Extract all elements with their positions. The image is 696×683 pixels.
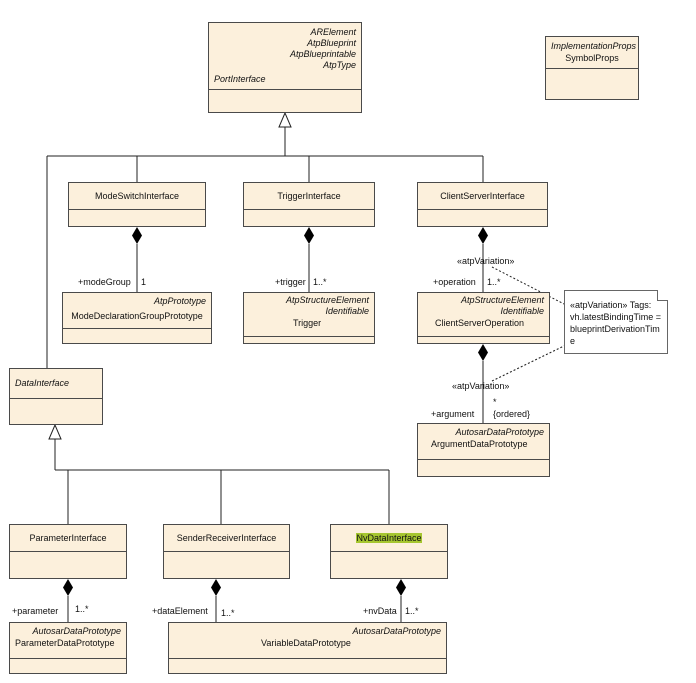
composition-diamond xyxy=(63,579,73,596)
class-mode-declaration-group-prototype[interactable]: AtpPrototype ModeDeclarationGroupPrototy… xyxy=(62,292,212,344)
stereotype-label: AutosarDataPrototype xyxy=(32,626,121,636)
generalization-arrowhead xyxy=(48,423,62,440)
note-line: vh.latestBindingTime = xyxy=(570,312,661,322)
class-name: SenderReceiverInterface xyxy=(176,533,277,543)
note-fold xyxy=(657,290,668,301)
note-anchor-line xyxy=(491,344,567,382)
stereotype-label: ImplementationProps xyxy=(551,41,637,51)
class-trigger[interactable]: AtpStructureElement Identifiable Trigger xyxy=(243,292,375,344)
composition-diamond xyxy=(396,579,406,596)
class-argument-data-prototype[interactable]: AutosarDataPrototype ArgumentDataPrototy… xyxy=(417,423,550,477)
class-name: ClientServerOperation xyxy=(435,318,525,328)
class-data-interface[interactable]: DataInterface xyxy=(9,368,103,425)
class-name: NvDataInterface xyxy=(356,533,422,543)
role-label: +modeGroup xyxy=(78,277,131,287)
class-nv-data-interface[interactable]: NvDataInterface xyxy=(330,524,448,579)
class-name: ArgumentDataPrototype xyxy=(431,439,528,449)
stereotype-label: AtpType xyxy=(323,60,356,70)
class-variable-data-prototype[interactable]: AutosarDataPrototype VariableDataPrototy… xyxy=(168,622,447,674)
generalization-arrowhead xyxy=(278,111,292,128)
multiplicity-label: 1..* xyxy=(405,606,419,616)
role-label: +parameter xyxy=(12,606,59,616)
stereotype-label: Identifiable xyxy=(325,306,369,316)
class-mode-switch-interface[interactable]: ModeSwitchInterface xyxy=(68,182,206,227)
note-anchor-line xyxy=(491,266,567,306)
class-name: SymbolProps xyxy=(565,53,619,63)
class-client-server-interface[interactable]: ClientServerInterface xyxy=(417,182,548,227)
class-name: ModeSwitchInterface xyxy=(94,191,180,201)
composition-diamond xyxy=(132,227,142,244)
role-label: +dataElement xyxy=(152,606,208,616)
multiplicity-label: 1..* xyxy=(221,608,235,618)
class-name: ClientServerInterface xyxy=(440,191,525,201)
stereotype-label: Identifiable xyxy=(500,306,544,316)
class-name: ModeDeclarationGroupPrototype xyxy=(71,311,203,321)
class-name: VariableDataPrototype xyxy=(261,638,351,648)
multiplicity-label: 1..* xyxy=(313,277,327,287)
class-symbol-props[interactable]: ImplementationProps SymbolProps xyxy=(545,36,639,100)
multiplicity-label: 1..* xyxy=(487,277,501,287)
multiplicity-label: 1..* xyxy=(75,604,89,614)
stereotype-label: AtpPrototype xyxy=(153,296,206,306)
stereotype-label: AutosarDataPrototype xyxy=(455,427,544,437)
class-sender-receiver-interface[interactable]: SenderReceiverInterface xyxy=(163,524,290,579)
stereotype-label: «atpVariation» xyxy=(457,256,515,266)
role-label: +argument xyxy=(431,409,475,419)
class-name: ParameterInterface xyxy=(29,533,107,543)
composition-diamond xyxy=(478,344,488,361)
class-name: DataInterface xyxy=(15,378,70,388)
note-line: e xyxy=(570,336,576,346)
role-label: +operation xyxy=(433,277,476,287)
stereotype-label: AtpStructureElement xyxy=(285,295,369,305)
note-line: «atpVariation» Tags: xyxy=(570,300,652,310)
role-label: +nvData xyxy=(363,606,397,616)
note-line: blueprintDerivationTim xyxy=(570,324,660,334)
stereotype-label: AtpBlueprintable xyxy=(289,49,356,59)
class-port-interface[interactable]: ARElement AtpBlueprint AtpBlueprintable … xyxy=(208,22,362,113)
class-name: PortInterface xyxy=(214,74,266,84)
stereotype-label: AtpBlueprint xyxy=(306,38,356,48)
stereotype-label: ARElement xyxy=(310,27,356,37)
ordered-constraint-label: {ordered} xyxy=(493,409,531,419)
class-name-highlighted: NvDataInterface xyxy=(336,532,442,544)
class-parameter-data-prototype[interactable]: AutosarDataPrototype ParameterDataProtot… xyxy=(9,622,127,674)
class-name: Trigger xyxy=(293,318,322,328)
class-parameter-interface[interactable]: ParameterInterface xyxy=(9,524,127,579)
stereotype-label: AutosarDataPrototype xyxy=(352,626,441,636)
class-trigger-interface[interactable]: TriggerInterface xyxy=(243,182,375,227)
role-label: +trigger xyxy=(275,277,306,287)
multiplicity-label: * xyxy=(493,397,497,407)
note-atp-variation-tags: «atpVariation» Tags: vh.latestBindingTim… xyxy=(564,290,668,354)
composition-diamond xyxy=(304,227,314,244)
stereotype-label: «atpVariation» xyxy=(452,381,510,391)
class-name: TriggerInterface xyxy=(277,191,341,201)
composition-diamond xyxy=(211,579,221,596)
multiplicity-label: 1 xyxy=(141,277,147,287)
class-name: ParameterDataPrototype xyxy=(15,638,115,648)
composition-diamond xyxy=(478,227,488,244)
class-client-server-operation[interactable]: AtpStructureElement Identifiable ClientS… xyxy=(417,292,550,344)
stereotype-label: AtpStructureElement xyxy=(460,295,544,305)
